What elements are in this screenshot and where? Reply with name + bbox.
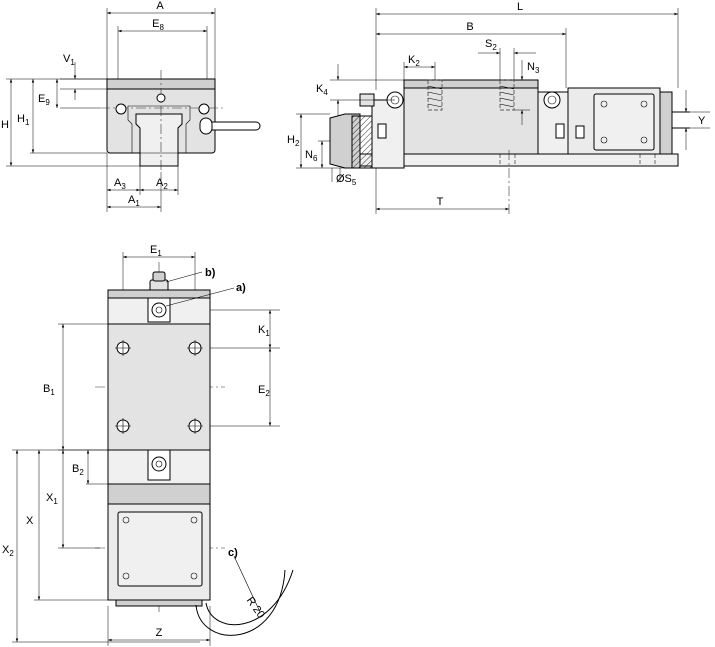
mount-hole-right bbox=[198, 103, 210, 115]
dim-label-R20: R 20 bbox=[244, 595, 267, 621]
dim-label-Z: Z bbox=[156, 627, 163, 639]
dim-label-T: T bbox=[437, 196, 444, 208]
dim-label-H2: H2 bbox=[287, 134, 300, 148]
dim-label-X2: X2 bbox=[2, 544, 14, 558]
dim-label-X: X bbox=[26, 515, 34, 527]
dim-label-E1: E1 bbox=[150, 244, 162, 258]
callout-c: c) bbox=[228, 547, 238, 559]
lube-hole bbox=[156, 93, 166, 103]
lube-port bbox=[151, 302, 167, 318]
dim-label-E8: E8 bbox=[152, 18, 164, 32]
dim-label-K2: K2 bbox=[408, 54, 420, 68]
cable-outer bbox=[195, 569, 286, 636]
side-view: L B S2 K2 N3 K4 H2 N6 bbox=[287, 1, 710, 214]
dim-label-A: A bbox=[156, 0, 164, 12]
dim-label-L: L bbox=[517, 1, 523, 13]
callout-b: b) bbox=[205, 267, 216, 279]
dim-label-N6: N6 bbox=[305, 149, 318, 163]
dim-label-V1: V1 bbox=[63, 53, 75, 67]
dim-label-E9: E9 bbox=[38, 93, 50, 107]
dim-label-S5: ØS5 bbox=[336, 173, 357, 187]
guide-rail bbox=[135, 113, 183, 167]
dim-label-A2: A2 bbox=[156, 177, 168, 191]
dim-label-H: H bbox=[1, 119, 9, 131]
dim-label-X1: X1 bbox=[46, 492, 58, 506]
dim-label-A3: A3 bbox=[114, 177, 126, 191]
dim-label-K4: K4 bbox=[316, 83, 328, 97]
dim-label-K1: K1 bbox=[258, 324, 270, 338]
front-view: A E8 V1 E9 H H1 A3 A2 A1 bbox=[1, 0, 261, 212]
dim-label-B: B bbox=[466, 21, 473, 33]
dim-label-E2: E2 bbox=[258, 384, 270, 398]
callout-a: a) bbox=[236, 282, 246, 294]
side-screw-right bbox=[543, 91, 561, 109]
side-carriage bbox=[403, 79, 539, 155]
dim-label-Y: Y bbox=[698, 115, 706, 127]
end-seal-left bbox=[371, 99, 405, 169]
dim-label-B2: B2 bbox=[72, 463, 84, 477]
side-rail bbox=[359, 153, 679, 167]
sensor-flange bbox=[107, 483, 211, 505]
cable-inner bbox=[205, 569, 294, 626]
dim-label-H1: H1 bbox=[17, 113, 30, 127]
top-view: E1 b) a) c) R 20 K1 E2 B1 B2 X1 X bbox=[2, 244, 294, 646]
dim-label-S2: S2 bbox=[485, 38, 497, 52]
mount-hole-left bbox=[115, 103, 127, 115]
section-hatch bbox=[351, 115, 373, 169]
dim-label-N3: N3 bbox=[527, 61, 540, 75]
dim-label-B1: B1 bbox=[43, 383, 55, 397]
dim-label-A1: A1 bbox=[128, 194, 140, 208]
